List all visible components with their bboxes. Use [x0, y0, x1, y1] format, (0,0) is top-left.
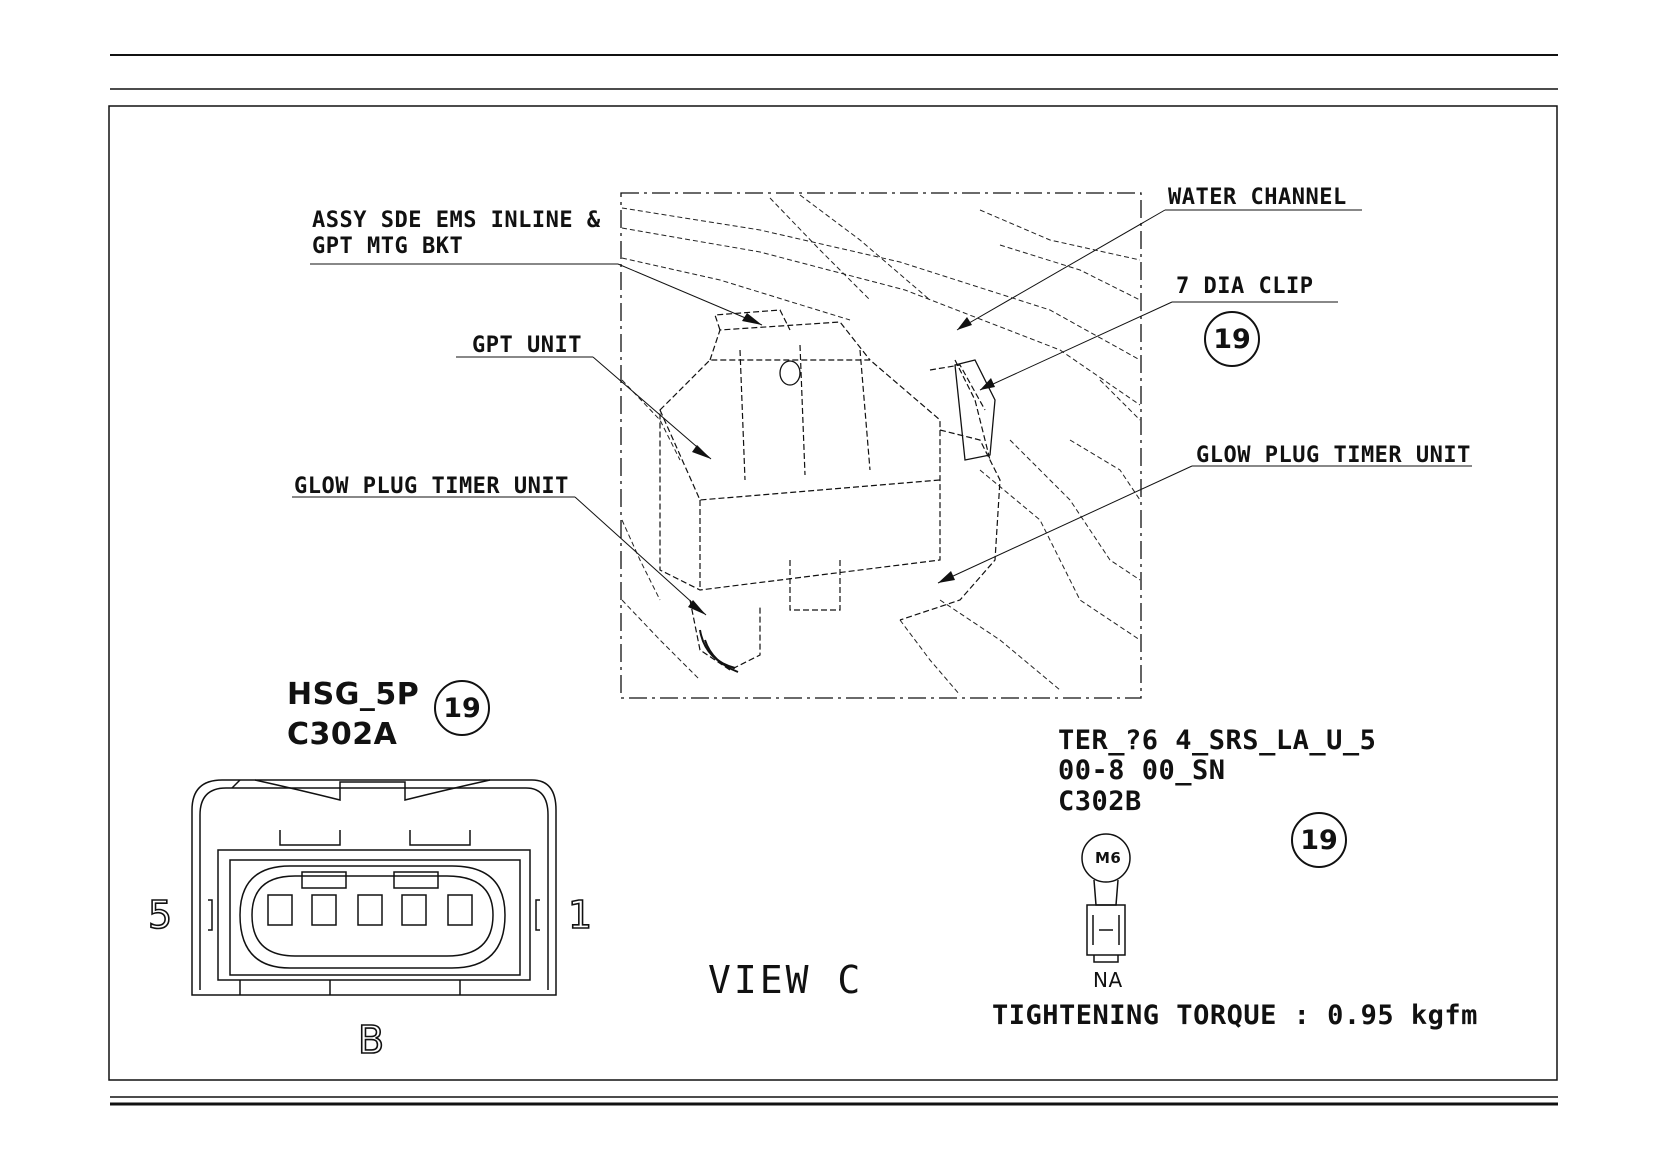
- page-footer-rules: [110, 1096, 1558, 1106]
- drawing-frame: [108, 105, 1558, 1081]
- callout-leaders: [292, 209, 1472, 616]
- callout-gpt-unit: GPT UNIT: [472, 333, 582, 358]
- connector-a-face: [191, 779, 557, 996]
- connector-a-pins: [267, 871, 473, 926]
- terminal-mark-label: NA: [1093, 968, 1123, 992]
- callout-water-channel: WATER CHANNEL: [1168, 185, 1347, 210]
- ring-terminal-icon: [1081, 833, 1131, 963]
- connector-a-item-badge: 19: [434, 680, 490, 736]
- connector-a-code: C302A: [287, 717, 398, 752]
- pin-1-label: 1: [567, 892, 593, 938]
- page-header-rules: [110, 54, 1558, 90]
- callout-assy-line2: GPT MTG BKT: [312, 234, 464, 259]
- callout-dia-clip: 7 DIA CLIP: [1176, 274, 1314, 299]
- connector-b-line1: TER_?6 4_SRS_LA_U_5: [1058, 725, 1377, 756]
- pin-5-label: 5: [147, 892, 173, 938]
- connector-a-name: HSG_5P: [287, 677, 420, 712]
- connector-b-code: C302B: [1058, 786, 1142, 817]
- torque-note: TIGHTENING TORQUE : 0.95 kgfm: [992, 1000, 1478, 1031]
- view-boundary: [620, 192, 1142, 699]
- connector-b-line2: 00-8 00_SN: [1058, 755, 1226, 786]
- callout-glow-plug-right: GLOW PLUG TIMER UNIT: [1196, 443, 1471, 468]
- leader-arrowheads: [688, 313, 995, 615]
- view-c-detail: [620, 192, 1142, 699]
- terminal-size-label: M6: [1095, 849, 1122, 867]
- connector-b-item-badge: 19: [1291, 812, 1347, 868]
- bottom-mark-label: B: [357, 1017, 385, 1063]
- callout-glow-plug-left: GLOW PLUG TIMER UNIT: [294, 474, 569, 499]
- clip-item-number-badge: 19: [1204, 311, 1260, 367]
- view-label: VIEW C: [708, 958, 864, 1002]
- callout-assy-line1: ASSY SDE EMS INLINE &: [312, 208, 601, 233]
